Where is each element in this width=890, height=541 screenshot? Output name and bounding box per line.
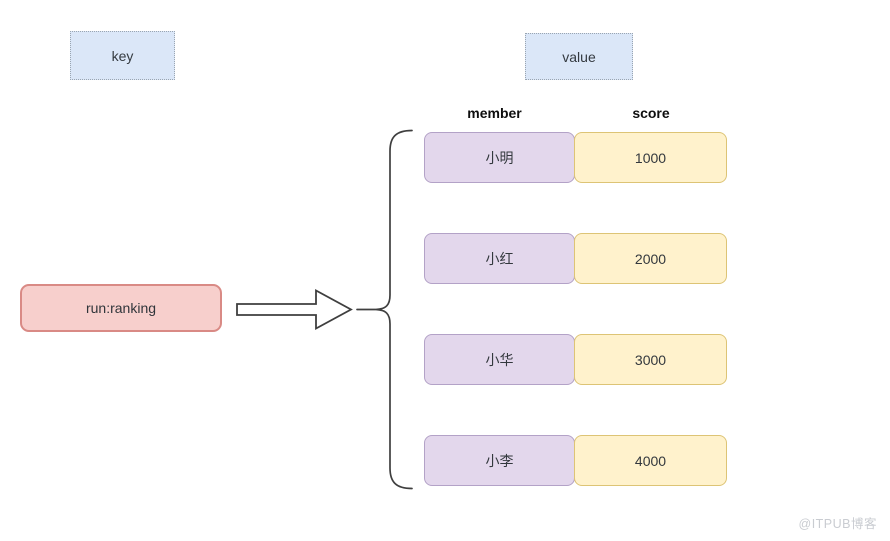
key-legend-label: key [111, 47, 134, 64]
member-label: 小华 [485, 351, 514, 368]
member-box: 小李 [424, 435, 575, 486]
score-label: 3000 [634, 351, 667, 368]
watermark: @ITPUB博客 [798, 517, 877, 531]
score-label: 1000 [634, 149, 667, 166]
key-node-label: run:ranking [85, 300, 157, 316]
member-column-header: member [467, 105, 522, 121]
member-box: 小明 [424, 132, 575, 183]
member-box: 小华 [424, 334, 575, 385]
member-label: 小明 [485, 149, 514, 166]
member-label: 小红 [485, 250, 514, 267]
score-box: 4000 [574, 435, 727, 486]
score-box: 1000 [574, 132, 727, 183]
key-legend-box: key [70, 31, 175, 80]
key-node: run:ranking [20, 284, 222, 332]
score-label: 2000 [634, 250, 667, 267]
score-box: 3000 [574, 334, 727, 385]
curly-brace-icon [356, 129, 413, 490]
block-arrow-icon [236, 288, 353, 331]
score-box: 2000 [574, 233, 727, 284]
member-label: 小李 [485, 452, 514, 469]
score-column-header: score [632, 105, 670, 121]
score-label: 4000 [634, 452, 667, 469]
value-legend-box: value [525, 33, 633, 80]
value-legend-label: value [562, 48, 596, 65]
member-box: 小红 [424, 233, 575, 284]
